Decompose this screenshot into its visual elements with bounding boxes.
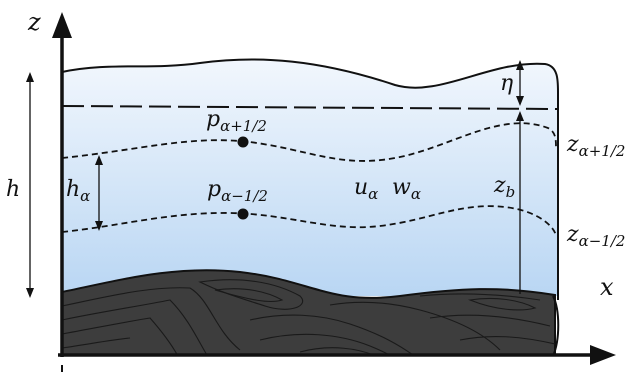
reference-level-line xyxy=(61,105,559,110)
upper-pressure-point xyxy=(237,136,249,148)
upper-interface-line xyxy=(61,122,557,162)
water-body xyxy=(62,59,558,297)
vertical-velocity-label: wα xyxy=(392,175,421,203)
total-depth-arrow xyxy=(26,72,34,298)
x-axis xyxy=(58,345,616,365)
z-axis xyxy=(52,12,72,357)
free-surface-line xyxy=(61,58,559,300)
upper-interface-label: zα+1/2 xyxy=(566,132,625,160)
lower-pressure-point xyxy=(237,208,249,220)
total-depth-label: h xyxy=(6,177,20,202)
lower-interface-line xyxy=(61,205,557,237)
surface-elevation-label: η xyxy=(500,71,513,96)
bed-elevation-arrow xyxy=(516,111,524,294)
layer-thickness-label: hα xyxy=(66,177,90,205)
lower-interface-label: zα−1/2 xyxy=(566,222,625,250)
bed-terrain xyxy=(61,269,560,357)
surface-elevation-arrow xyxy=(516,60,524,106)
horizontal-velocity-label: uα xyxy=(354,175,378,203)
layer-thickness-arrow xyxy=(95,155,103,231)
upper-pressure-label: pα+1/2 xyxy=(206,107,267,135)
x-axis-label: x xyxy=(600,273,614,301)
z-axis-label: z xyxy=(27,8,41,36)
bed-elevation-label: zb xyxy=(493,173,515,201)
lower-pressure-label: pα−1/2 xyxy=(207,177,268,205)
